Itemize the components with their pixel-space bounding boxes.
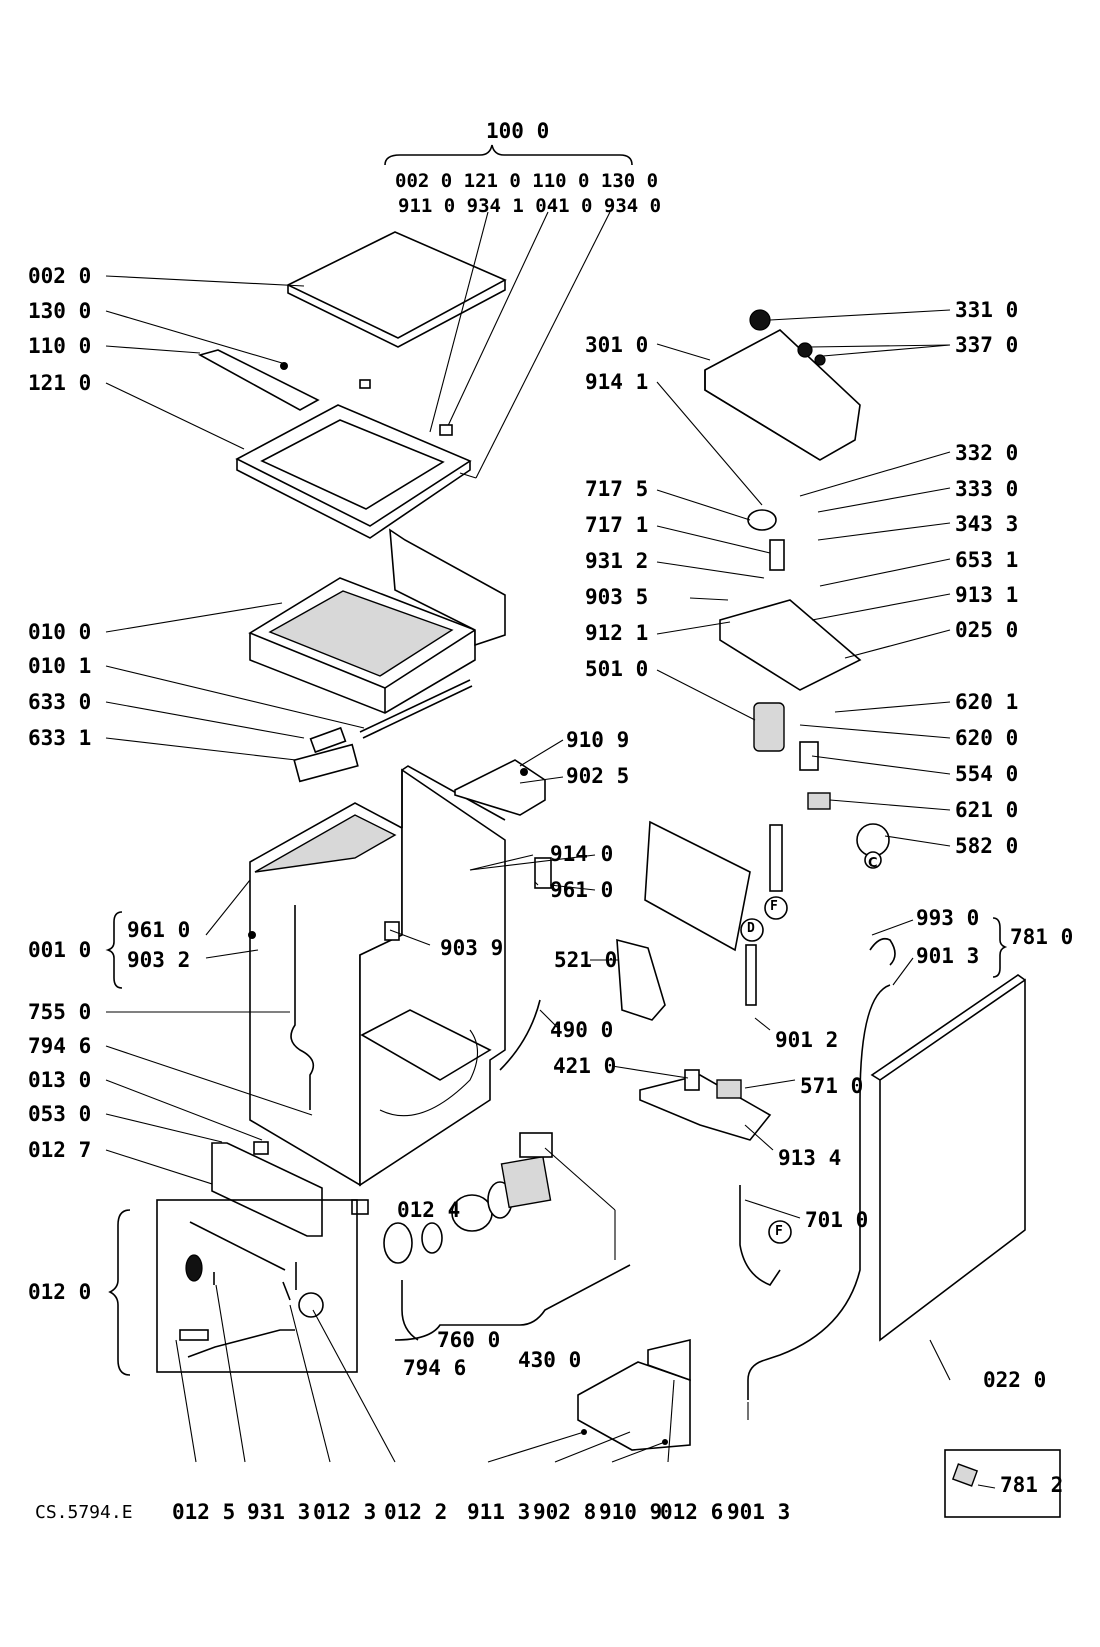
label-012-7: 012 7	[28, 1138, 92, 1162]
label-121-0: 121 0	[28, 371, 92, 395]
label-901-2: 901 2	[775, 1028, 839, 1052]
bracket-430	[577, 1361, 691, 1451]
label-910-9-bottom: 910 9	[599, 1500, 663, 1524]
box-012	[156, 1199, 358, 1373]
label-521-0: 521 0	[554, 948, 618, 972]
front-panel	[211, 1142, 323, 1237]
control-panel-301	[704, 329, 861, 461]
label-901-3-hose: 901 3	[916, 944, 980, 968]
label-013-0: 013 0	[28, 1068, 92, 1092]
label-012-0: 012 0	[28, 1280, 92, 1304]
label-012-5: 012 5	[172, 1500, 236, 1524]
header-row-1: 002 0 121 0 110 0 130 0	[395, 170, 659, 192]
label-571-0: 571 0	[800, 1074, 864, 1098]
label-053-0: 053 0	[28, 1102, 92, 1126]
legend-part-label: 781 2	[1000, 1473, 1064, 1497]
rail-902	[454, 759, 546, 816]
drawing-code: CS.5794.E	[35, 1502, 133, 1523]
label-010-0: 010 0	[28, 620, 92, 644]
label-903-9: 903 9	[440, 936, 504, 960]
label-961-0-left: 961 0	[127, 918, 191, 942]
switch-plate-025	[719, 599, 862, 691]
svg-text:C: C	[868, 856, 878, 871]
label-910-9: 910 9	[566, 728, 630, 752]
label-554-0: 554 0	[955, 762, 1019, 786]
label-421-0: 421 0	[553, 1054, 617, 1078]
label-903-5: 903 5	[585, 585, 649, 609]
label-001-0: 001 0	[28, 938, 92, 962]
label-902-5: 902 5	[566, 764, 630, 788]
label-931-2: 931 2	[585, 549, 649, 573]
label-914-0: 914 0	[550, 842, 614, 866]
label-794-6-bottom: 794 6	[403, 1356, 467, 1380]
label-760-0: 760 0	[437, 1328, 501, 1352]
label-430-0: 430 0	[518, 1348, 582, 1372]
label-620-1: 620 1	[955, 690, 1019, 714]
header-row-2: 911 0 934 1 041 0 934 0	[398, 195, 662, 217]
side-panel-022	[879, 978, 1026, 1342]
label-012-3: 012 3	[313, 1500, 377, 1524]
label-130-0: 130 0	[28, 299, 92, 323]
label-501-0: 501 0	[585, 657, 649, 681]
circle-letter-d: D	[747, 921, 755, 936]
dispenser-521	[616, 938, 666, 1021]
label-913-1: 913 1	[955, 583, 1019, 607]
label-717-1: 717 1	[585, 513, 649, 537]
label-755-0: 755 0	[28, 1000, 92, 1024]
label-012-4: 012 4	[397, 1198, 461, 1222]
bracket-421	[639, 1074, 772, 1141]
label-331-0: 331 0	[955, 298, 1019, 322]
legend-box	[944, 1449, 1061, 1518]
label-794-6-left: 794 6	[28, 1034, 92, 1058]
circle-letter-f-1: F	[770, 899, 778, 914]
label-012-2: 012 2	[384, 1500, 448, 1524]
label-301-0: 301 0	[585, 333, 649, 357]
label-653-1: 653 1	[955, 548, 1019, 572]
label-022-0: 022 0	[983, 1368, 1047, 1392]
label-110-0: 110 0	[28, 334, 92, 358]
label-961-0-right: 961 0	[550, 878, 614, 902]
label-582-0: 582 0	[955, 834, 1019, 858]
label-633-0: 633 0	[28, 690, 92, 714]
label-633-1: 633 1	[28, 726, 92, 750]
label-931-3: 931 3	[247, 1500, 311, 1524]
label-002-0: 002 0	[28, 264, 92, 288]
label-490-0: 490 0	[550, 1018, 614, 1042]
label-903-2: 903 2	[127, 948, 191, 972]
circle-letter-f-2: F	[775, 1224, 783, 1239]
label-913-4: 913 4	[778, 1146, 842, 1170]
label-781-0: 781 0	[1010, 925, 1074, 949]
label-914-1: 914 1	[585, 370, 649, 394]
label-333-0: 333 0	[955, 477, 1019, 501]
header-brace	[384, 144, 633, 166]
label-911-3: 911 3	[467, 1500, 531, 1524]
label-621-0: 621 0	[955, 798, 1019, 822]
label-993-0: 993 0	[916, 906, 980, 930]
label-025-0: 025 0	[955, 618, 1019, 642]
label-343-3: 343 3	[955, 512, 1019, 536]
label-010-1: 010 1	[28, 654, 92, 678]
lid-002	[286, 231, 507, 339]
label-701-0: 701 0	[805, 1208, 869, 1232]
label-717-5: 717 5	[585, 477, 649, 501]
label-901-3-bottom: 901 3	[727, 1500, 791, 1524]
label-902-8: 902 8	[533, 1500, 597, 1524]
label-012-6: 012 6	[660, 1500, 724, 1524]
assembly-label: 100 0	[486, 119, 550, 143]
label-912-1: 912 1	[585, 621, 649, 645]
label-337-0: 337 0	[955, 333, 1019, 357]
label-620-0: 620 0	[955, 726, 1019, 750]
label-332-0: 332 0	[955, 441, 1019, 465]
